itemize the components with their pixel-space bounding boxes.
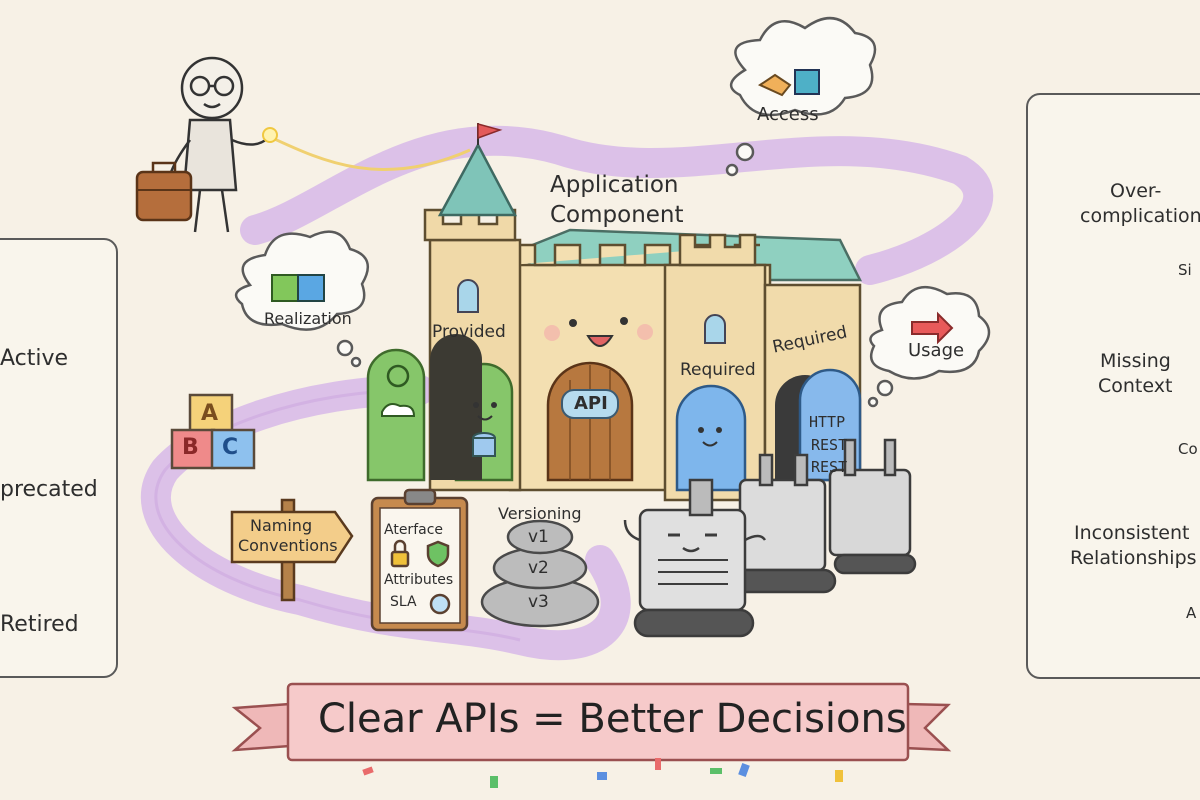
component-title-line1: Application xyxy=(550,172,679,198)
component-title-line2: Component xyxy=(550,202,684,228)
protocol-label-3: REST xyxy=(811,458,848,476)
pitfall-3-line2: Relationships xyxy=(1070,547,1197,569)
access-label: Access xyxy=(757,104,819,125)
pitfall-3-note: A xyxy=(1186,604,1197,622)
abc-block-a: A xyxy=(201,401,219,426)
pitfall-2-line2: Context xyxy=(1098,375,1173,397)
abc-blocks xyxy=(170,393,256,470)
protocol-label-1: HTTP xyxy=(809,413,846,431)
clipboard xyxy=(370,488,469,632)
provided-label: Provided xyxy=(432,322,506,342)
pitfall-1-note: Si xyxy=(1178,261,1192,279)
versioning-label: Versioning xyxy=(498,504,582,523)
abc-block-c: C xyxy=(222,435,239,460)
abc-block-b: B xyxy=(182,435,199,460)
version-v2: v2 xyxy=(528,558,549,578)
signpost-line1: Naming xyxy=(250,516,313,535)
lifecycle-deprecated-label: precated xyxy=(0,477,98,502)
realization-label: Realization xyxy=(264,309,352,328)
version-v1: v1 xyxy=(528,527,549,547)
pitfall-2-note: Co xyxy=(1178,440,1198,458)
usage-label: Usage xyxy=(908,340,965,361)
clipboard-line2: Attributes xyxy=(384,572,454,588)
stick-figure xyxy=(168,56,269,233)
signpost-line2: Conventions xyxy=(238,536,338,555)
briefcase-icon xyxy=(135,161,193,222)
pitfall-2-line1: Missing xyxy=(1100,350,1171,372)
castle xyxy=(366,123,863,502)
version-stones xyxy=(480,519,600,628)
confetti xyxy=(362,758,843,788)
pitfalls-panel xyxy=(1026,93,1200,679)
lifecycle-active-label: Active xyxy=(0,346,69,371)
banner-ribbon xyxy=(231,682,952,762)
signpost xyxy=(230,498,354,602)
lifecycle-retired-label: Retired xyxy=(0,612,79,637)
pitfall-1-line2: complication xyxy=(1080,205,1200,227)
clipboard-line1: Aterface xyxy=(384,522,444,538)
banner-text: Clear APIs = Better Decisions xyxy=(318,696,907,742)
pitfall-1-line1: Over- xyxy=(1110,180,1162,202)
handshake-icon xyxy=(757,73,792,97)
protocol-label-2: REST xyxy=(811,436,848,454)
api-door-label: API xyxy=(574,393,608,414)
lifecycle-panel xyxy=(0,238,118,678)
required-left-label: Required xyxy=(680,360,756,380)
clipboard-line3: SLA xyxy=(390,594,417,610)
arrow-icon xyxy=(911,311,954,345)
version-v3: v3 xyxy=(528,592,549,612)
robots xyxy=(623,438,917,638)
pitfall-3-line1: Inconsistent xyxy=(1074,522,1190,544)
puzzle-icon xyxy=(271,69,820,302)
